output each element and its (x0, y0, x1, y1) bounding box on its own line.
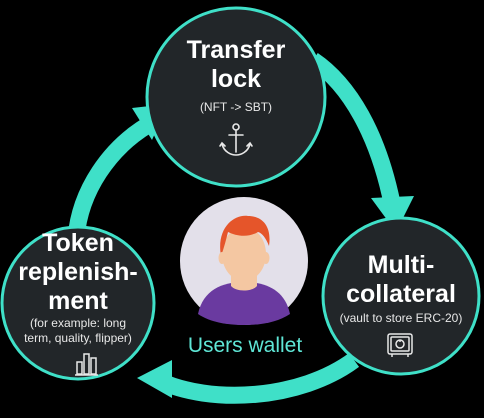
user-avatar (180, 197, 308, 325)
token-title-line2: replenish- (18, 258, 138, 286)
transfer-lock-subtitle: (NFT -> SBT) (199, 100, 273, 114)
multi-collateral-title-line2: collateral (346, 280, 456, 308)
arrow-multi-to-token-head (137, 360, 172, 398)
token-subtitle-line2: term, quality, flipper) (24, 331, 132, 345)
arrow-multi-to-token (154, 353, 360, 404)
multi-collateral-title-line1: Multi- (367, 251, 435, 279)
token-title-line1: Token (42, 229, 114, 257)
transfer-lock-title-line1: Transfer (186, 36, 286, 64)
users-wallet-label: Users wallet (187, 334, 303, 357)
arrow-transfer-to-multi-head (371, 196, 414, 232)
token-replenishment-circle (0, 225, 156, 381)
transfer-lock-node: Transfer lock (NFT -> SBT) (156, 36, 316, 115)
transfer-lock-circle (145, 6, 327, 188)
transfer-lock-title-line2: lock (210, 65, 262, 93)
token-title-line3: ment (48, 287, 108, 315)
multi-collateral-circle (321, 216, 481, 376)
bar-chart-icon (75, 353, 98, 376)
multi-collateral-subtitle: (vault to store ERC-20) (339, 311, 463, 325)
anchor-icon (219, 123, 253, 156)
safe-icon (387, 333, 413, 357)
token-replenishment-node: Token replenish- ment (for example: long… (4, 229, 152, 346)
arrow-transfer-to-multi (308, 52, 401, 205)
multi-collateral-node: Multi- collateral (vault to store ERC-20… (326, 251, 476, 326)
token-subtitle-line1: (for example: long (29, 316, 127, 330)
arrow-token-to-transfer (67, 117, 153, 239)
